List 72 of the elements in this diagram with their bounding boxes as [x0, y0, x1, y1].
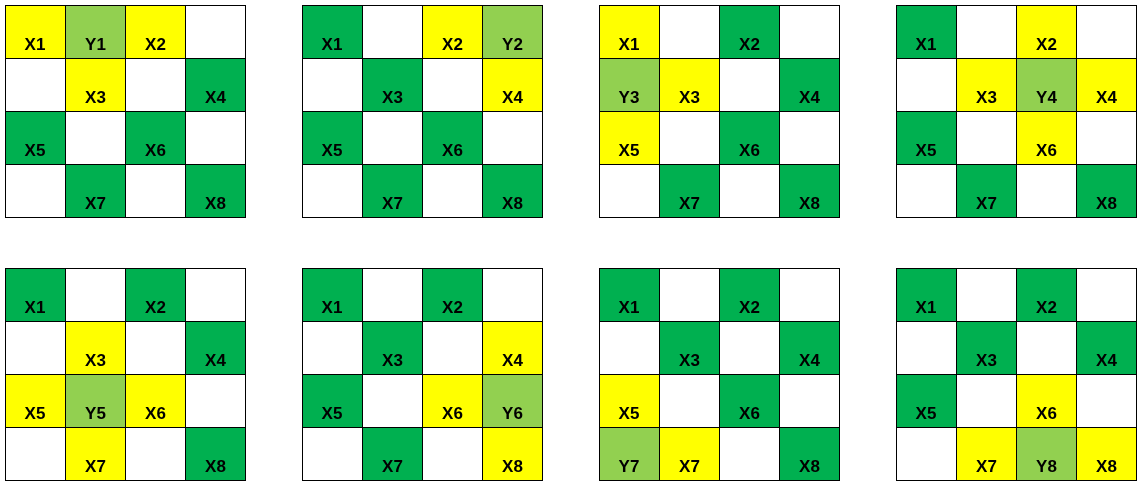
colored-cell: X7	[362, 427, 423, 481]
colored-cell: X1	[896, 5, 957, 59]
colored-cell: Y7	[599, 427, 660, 481]
colored-cell: X2	[422, 5, 483, 59]
colored-cell: X5	[599, 374, 660, 428]
colored-cell: X3	[65, 321, 126, 375]
colored-cell: X5	[599, 111, 660, 165]
colored-cell: X4	[779, 58, 840, 112]
colored-cell: Y2	[482, 5, 543, 59]
colored-cell: X1	[599, 5, 660, 59]
colored-cell: X5	[5, 111, 66, 165]
colored-cell: Y6	[482, 374, 543, 428]
colored-cell: X4	[482, 58, 543, 112]
colored-cell: X2	[125, 5, 186, 59]
colored-cell: X4	[185, 58, 246, 112]
colored-cell: X1	[302, 268, 363, 322]
colored-cell: X7	[956, 427, 1017, 481]
colored-cell: X3	[956, 321, 1017, 375]
colored-cell: X5	[896, 111, 957, 165]
colored-cell: X1	[5, 5, 66, 59]
colored-cell: X6	[719, 111, 780, 165]
colored-cell: Y3	[599, 58, 660, 112]
colored-cell: X1	[5, 268, 66, 322]
colored-cell: X2	[125, 268, 186, 322]
colored-cell: X8	[482, 427, 543, 481]
colored-cell: Y4	[1016, 58, 1077, 112]
colored-cell: X3	[659, 58, 720, 112]
colored-cell: X4	[1076, 58, 1137, 112]
colored-cell: X3	[362, 58, 423, 112]
colored-cell: X2	[719, 5, 780, 59]
colored-cell: X6	[422, 374, 483, 428]
colored-cell: X7	[956, 164, 1017, 218]
colored-cell: X8	[482, 164, 543, 218]
colored-cell: Y5	[65, 374, 126, 428]
colored-cell: X3	[659, 321, 720, 375]
colored-cell: X5	[302, 374, 363, 428]
colored-cell: X6	[1016, 374, 1077, 428]
colored-cell: X7	[659, 164, 720, 218]
colored-cell: X6	[125, 374, 186, 428]
colored-cell: X8	[1076, 427, 1137, 481]
colored-cell: X4	[1076, 321, 1137, 375]
colored-cell: X8	[779, 427, 840, 481]
colored-cell: X8	[185, 164, 246, 218]
colored-cell: X5	[5, 374, 66, 428]
colored-cell: X7	[65, 164, 126, 218]
colored-cell: X6	[719, 374, 780, 428]
colored-cell: X8	[1076, 164, 1137, 218]
colored-cell: X4	[779, 321, 840, 375]
colored-cell: Y1	[65, 5, 126, 59]
colored-cell: X3	[956, 58, 1017, 112]
colored-cell: X1	[302, 5, 363, 59]
colored-cell: X5	[302, 111, 363, 165]
colored-cell: X2	[1016, 5, 1077, 59]
colored-cell: X7	[659, 427, 720, 481]
colored-cell: X8	[185, 427, 246, 481]
colored-cell: X6	[422, 111, 483, 165]
colored-cell: X3	[362, 321, 423, 375]
colored-cell: X2	[1016, 268, 1077, 322]
colored-cell: X1	[896, 268, 957, 322]
colored-cell: X7	[362, 164, 423, 218]
colored-cell: X2	[719, 268, 780, 322]
colored-cell: X6	[1016, 111, 1077, 165]
colored-cell: X1	[599, 268, 660, 322]
colored-cell: X6	[125, 111, 186, 165]
colored-cell: X2	[422, 268, 483, 322]
colored-cell: X5	[896, 374, 957, 428]
colored-cell: X3	[65, 58, 126, 112]
colored-cell: Y8	[1016, 427, 1077, 481]
colored-cell: X8	[779, 164, 840, 218]
colored-cell: X4	[482, 321, 543, 375]
colored-cell: X4	[185, 321, 246, 375]
colored-cell: X7	[65, 427, 126, 481]
